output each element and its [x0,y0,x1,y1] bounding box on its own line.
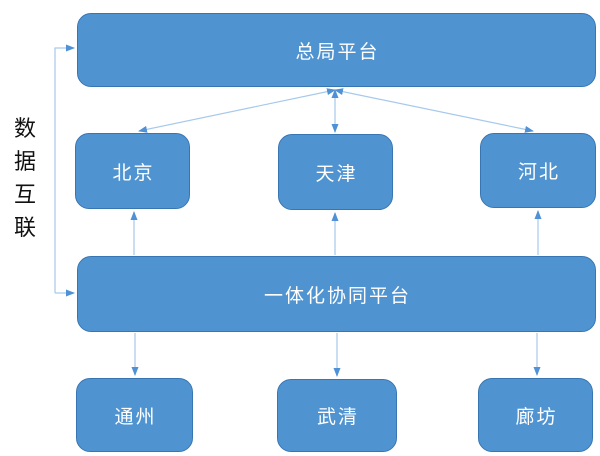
node-label: 总局平台 [295,41,380,63]
node-integrated-collaboration-platform: 一体化协同平台 [77,256,596,332]
node-wuqing: 武清 [277,379,397,452]
node-label: 通州 [114,406,157,428]
node-langfang: 廊坊 [478,378,593,452]
node-tongzhou: 通州 [76,378,193,452]
node-label: 天津 [315,163,358,185]
side-label-data-interconnect: 数据互联 [13,116,36,240]
node-hebei: 河北 [480,133,596,208]
node-beijing: 北京 [75,133,190,209]
edge-top-hebei [334,88,534,133]
node-label: 河北 [517,162,560,183]
edge-top-beijing [138,88,336,133]
node-general-administration-platform: 总局平台 [77,13,596,87]
node-label: 廊坊 [515,406,558,428]
node-label: 一体化协同平台 [263,285,411,307]
node-label: 北京 [112,162,155,184]
node-tianjin: 天津 [278,134,393,210]
node-label: 武清 [316,407,359,428]
edge-bracket-vertical [54,44,75,293]
